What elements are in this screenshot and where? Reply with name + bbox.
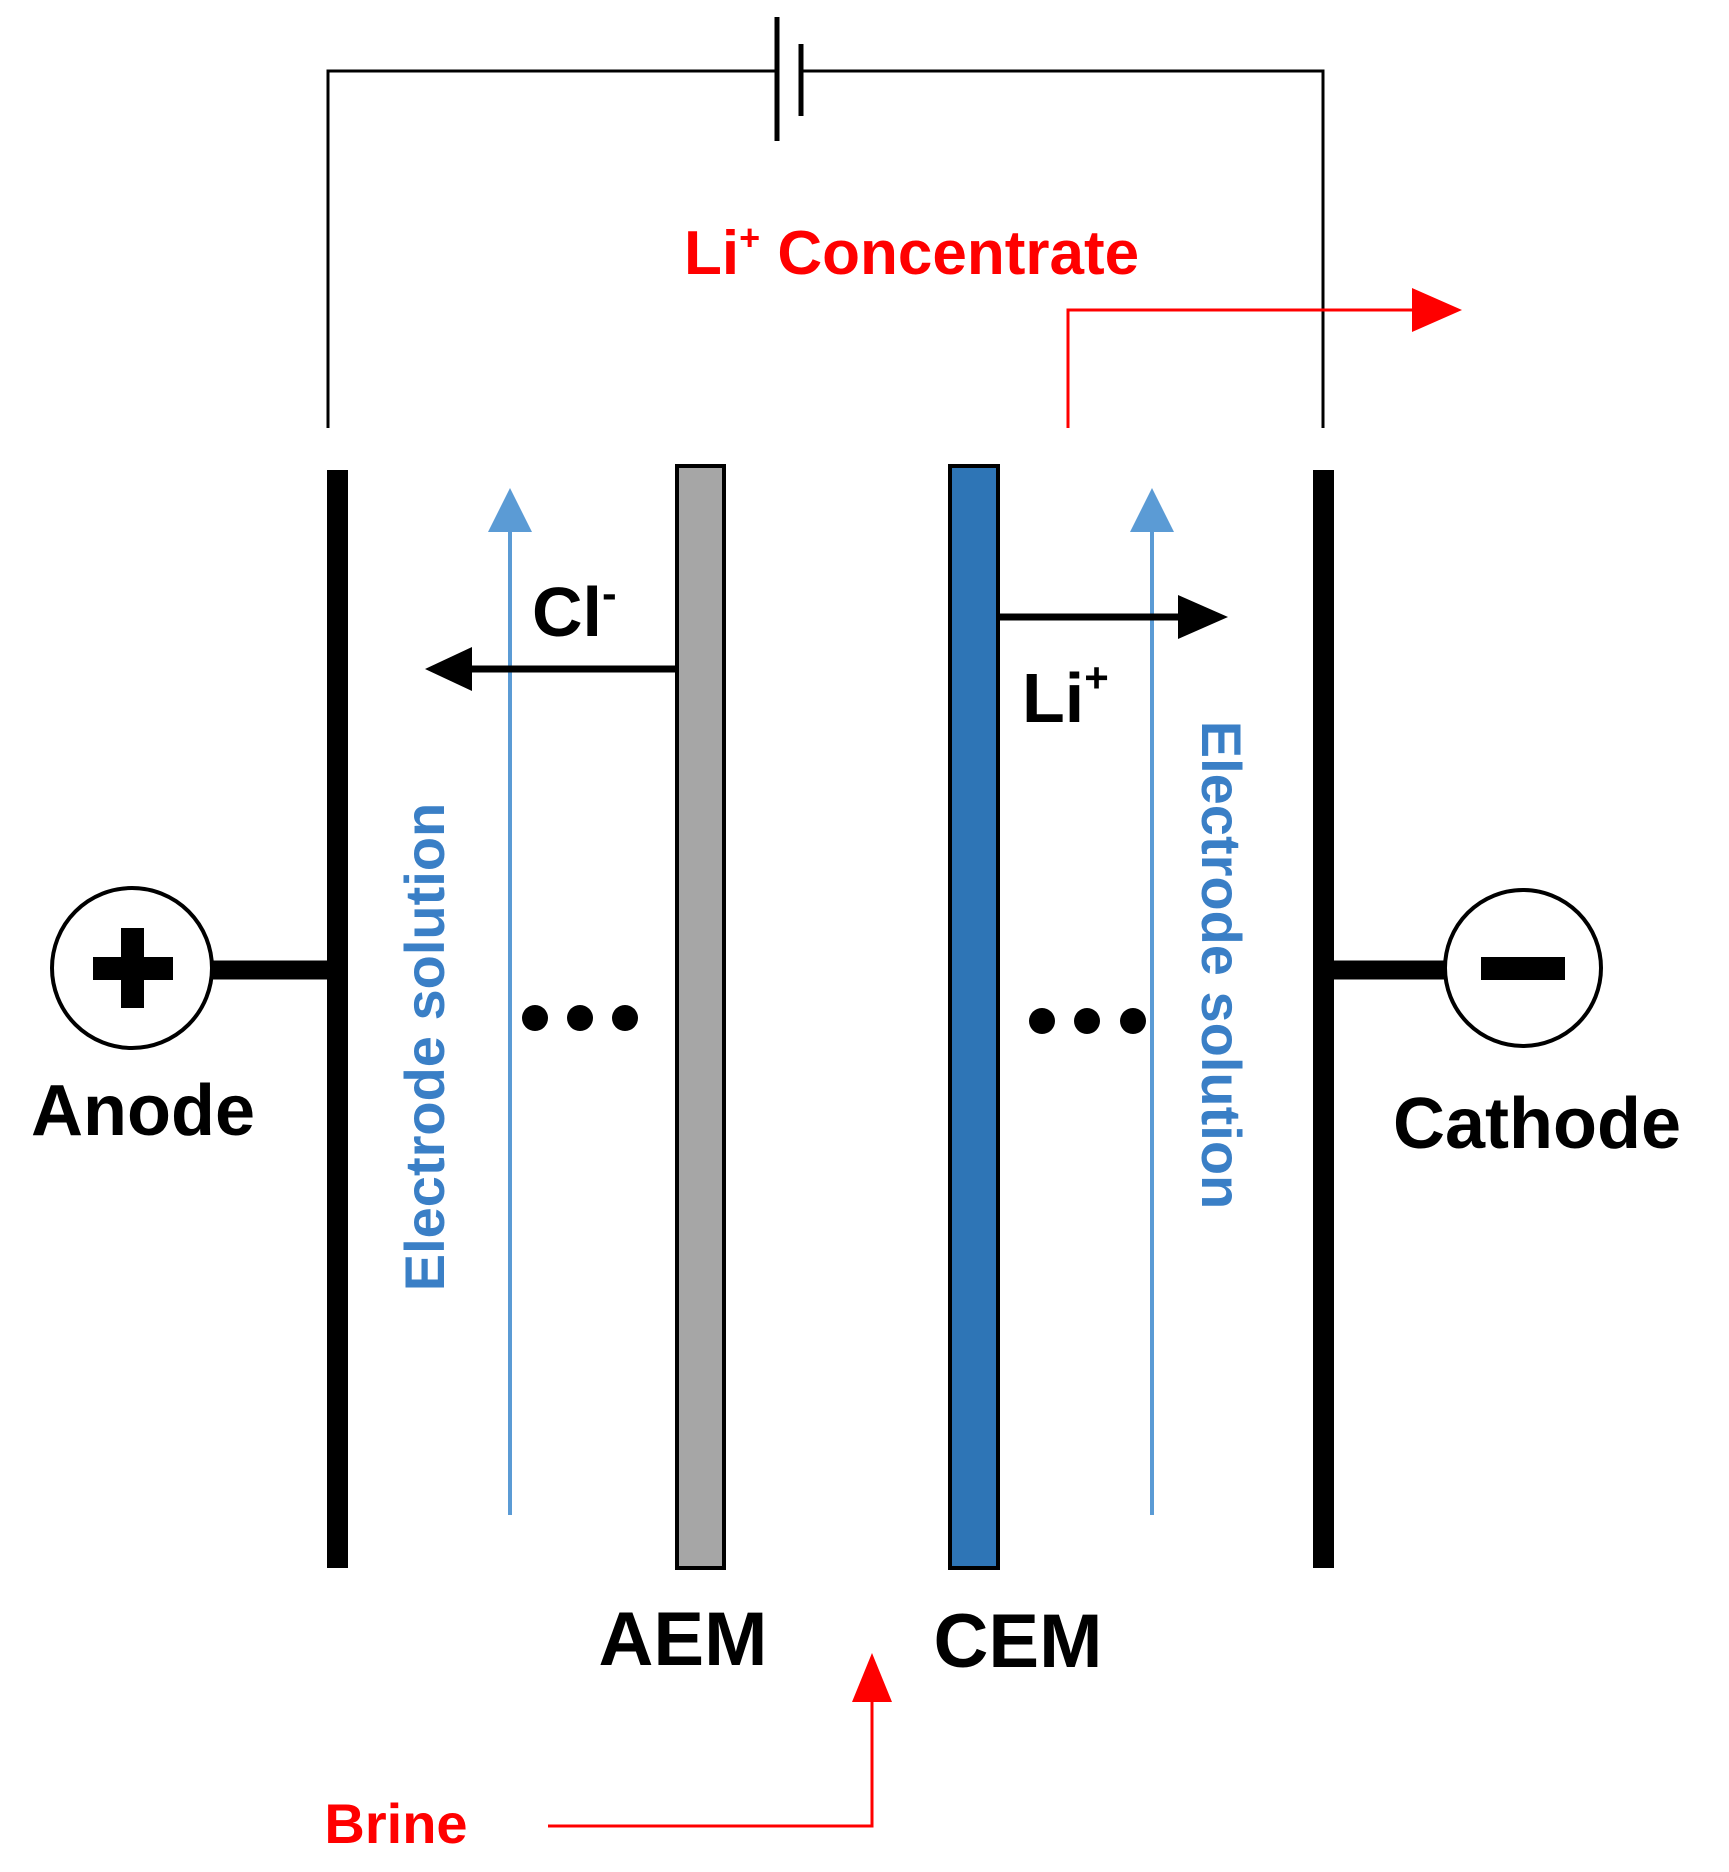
left-ellipsis [522,1005,638,1031]
electrode-solution-right-label: Electrode solution [1190,721,1253,1210]
cem-membrane [948,464,1000,1570]
electrode-solution-left-label: Electrode solution [393,803,456,1292]
cl-migration-arrowhead [425,647,472,691]
li-concentrate-outlet-arrowhead [1412,288,1462,332]
li-ion-label: Li+ [1022,654,1109,737]
cathode-label: Cathode [1393,1084,1681,1164]
cem-label: CEM [934,1599,1103,1684]
plus-icon [93,928,173,1008]
cathode-electrode-plate [1313,470,1334,1568]
li-concentrate-outlet-line [1066,308,1415,428]
circuit-wire-left [326,69,777,428]
brine-inlet-arrowhead [852,1653,892,1702]
minus-icon [1481,957,1565,980]
li-migration-arrowhead [1178,595,1228,639]
right-flow-arrowhead [1130,488,1174,532]
aem-membrane [675,464,726,1570]
right-ellipsis [1029,1008,1146,1034]
li-concentrate-label: Li+ Concentrate [684,217,1139,288]
brine-label: Brine [324,1792,467,1855]
aem-label: AEM [599,1597,768,1682]
left-flow-arrowhead [488,488,532,532]
cl-ion-label: Cl- [532,569,617,651]
anode-label: Anode [31,1071,255,1151]
anode-electrode-plate [327,470,348,1568]
brine-inlet-line [548,1700,874,1828]
